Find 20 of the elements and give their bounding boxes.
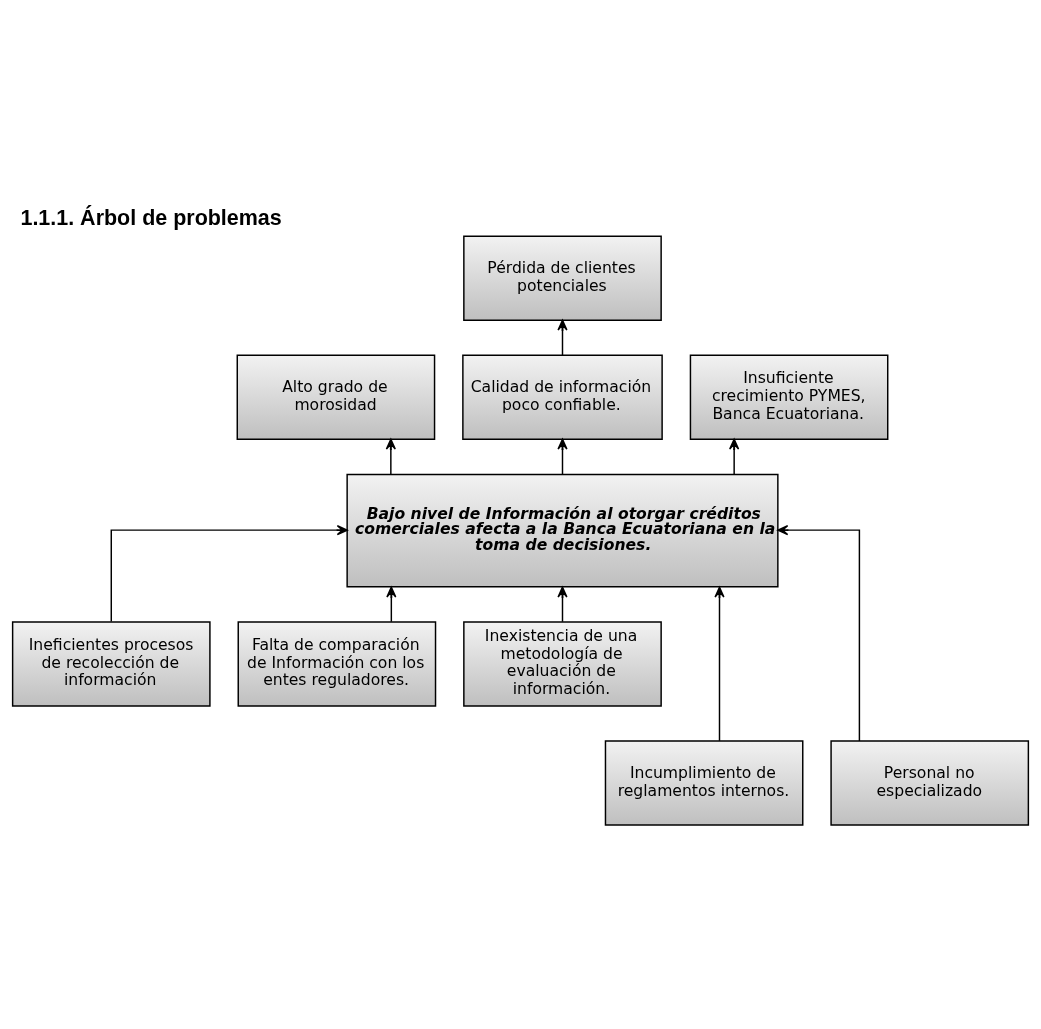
arrow <box>777 524 861 742</box>
diagram-title: 1.1.1. Árbol de problemas <box>20 205 282 230</box>
node-box: Alto grado de morosidad <box>236 354 436 440</box>
arrow <box>557 585 568 622</box>
node-box: Incumplimiento de reglamentos internos. <box>604 739 804 826</box>
arrow <box>557 318 568 356</box>
arrow <box>110 524 348 622</box>
arrow <box>385 438 396 475</box>
node-box: Pérdida de clientes potenciales <box>463 234 662 321</box>
node-box: Inexistencia de una metodología de evaluación de información. <box>463 620 662 707</box>
node-box: Personal no especializado <box>830 739 1030 826</box>
arrow <box>714 586 725 742</box>
node-box: Bajo nivel de Información al otorgar créditos comerciales afecta a la Banca Ecuatoriana en la toma de decisiones. <box>346 473 779 588</box>
arrow <box>386 585 397 622</box>
node-box: Calidad de información poco confiable. <box>462 354 663 440</box>
node-box: Falta de comparación de Información con los entes reguladores. <box>237 620 437 707</box>
arrow <box>729 438 740 475</box>
node-box: Insuficiente crecimiento PYMES, Banca Ecuatoriana. <box>689 354 889 440</box>
node-box: Ineficientes procesos de recolección de información <box>11 620 211 707</box>
arrow <box>557 438 568 475</box>
